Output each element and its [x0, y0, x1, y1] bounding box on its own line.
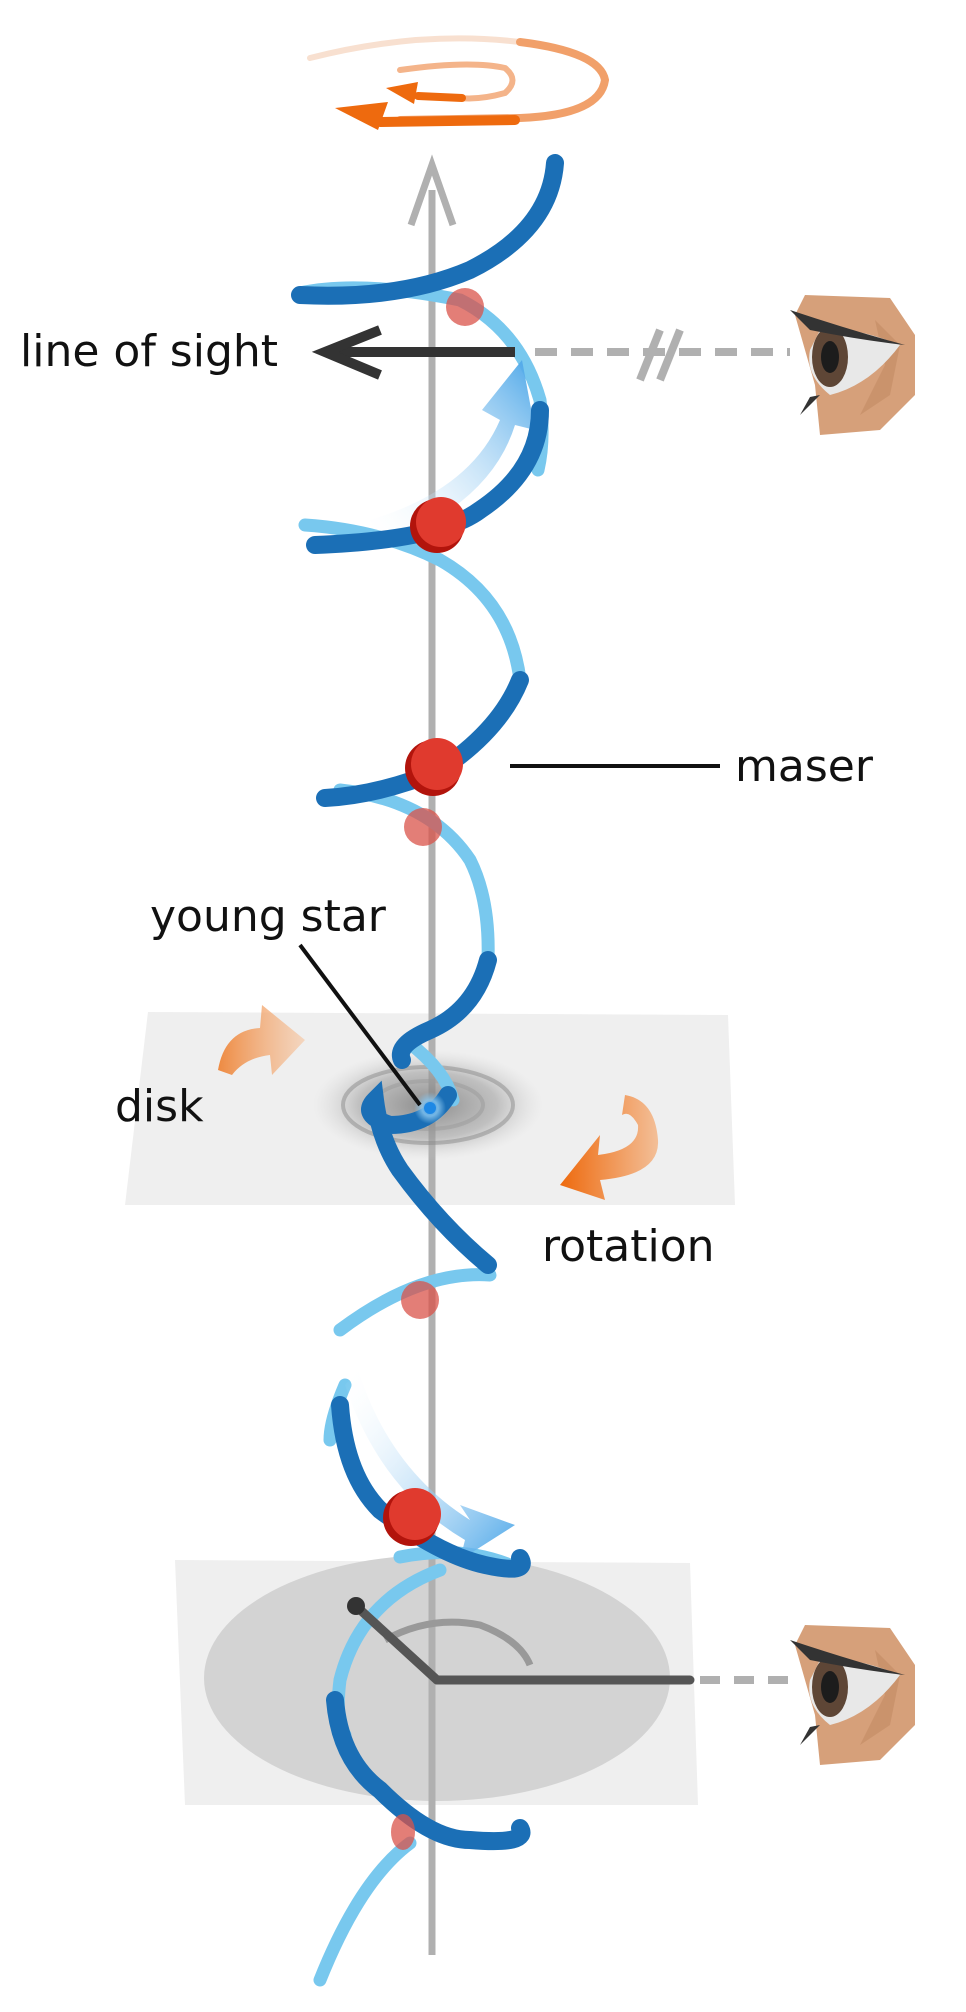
angle-schematic: [347, 1597, 790, 1685]
line-of-sight-arrow: [311, 325, 790, 382]
eye-icon: [790, 295, 915, 435]
rotation-label: rotation: [542, 1221, 715, 1272]
young-star-leader-line: [298, 943, 422, 1107]
line-of-sight-label: line of sight: [20, 326, 279, 377]
maser-marker: [404, 808, 442, 846]
motion-arrow-icon: [345, 360, 535, 1560]
young-star-label: young star: [150, 891, 386, 942]
maser-marker: [401, 1281, 439, 1319]
young-star: [414, 1092, 446, 1124]
maser-marker: [405, 738, 463, 796]
maser-markers-front: [383, 497, 466, 1546]
eye-icon: [790, 1625, 915, 1765]
maser-marker: [383, 1488, 441, 1546]
rotation-spiral-icon: [307, 35, 610, 130]
rotation-arrow-icon: [218, 1005, 659, 1200]
maser-markers-back: [391, 288, 484, 1850]
disk-label: disk: [115, 1081, 204, 1132]
maser-label: maser: [735, 741, 873, 792]
maser-marker: [391, 1814, 415, 1850]
maser-marker: [446, 288, 484, 326]
maser-marker: [410, 497, 466, 553]
